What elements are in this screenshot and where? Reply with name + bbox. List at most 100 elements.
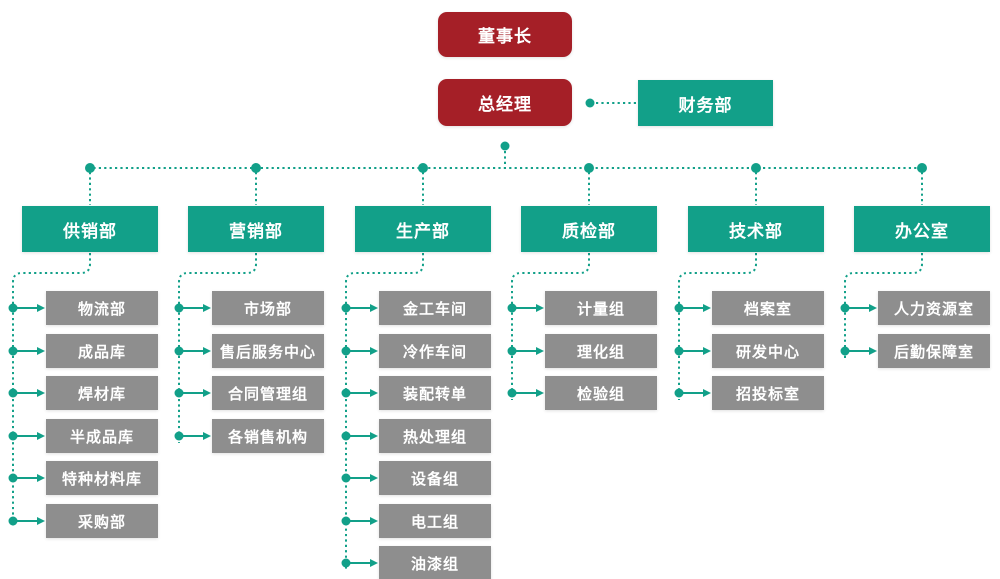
dept-technology: 技术部 (688, 206, 824, 252)
subdept-label: 理化组 (576, 343, 625, 361)
arrowhead-icon (37, 347, 45, 355)
subdept-label: 成品库 (77, 343, 126, 361)
item-dot (8, 346, 18, 356)
subdept-node: 研发中心 (712, 334, 824, 368)
dept-office: 办公室 (854, 206, 990, 252)
arrowhead-icon (370, 432, 378, 440)
item-dot (840, 346, 850, 356)
subdept-node: 各销售机构 (212, 419, 324, 453)
subdept-node: 物流部 (46, 291, 158, 325)
subdept-label: 采购部 (77, 513, 126, 531)
subdept-label: 特种材料库 (61, 470, 142, 488)
subdept-node: 焊材库 (46, 376, 158, 410)
dept-label: 技术部 (729, 221, 783, 241)
subdept-node: 金工车间 (379, 291, 491, 325)
subdept-label: 电工组 (410, 513, 459, 531)
item-dot (341, 303, 351, 313)
arrowhead-icon (703, 304, 711, 312)
subdept-label: 档案室 (743, 300, 792, 318)
subdept-node: 市场部 (212, 291, 324, 325)
subdept-label: 后勤保障室 (893, 343, 974, 361)
arrowhead-icon (37, 304, 45, 312)
branch-dot (917, 163, 927, 173)
subdept-node: 招投标室 (712, 376, 824, 410)
arrowhead-icon (37, 389, 45, 397)
dept-marketing: 营销部 (188, 206, 324, 252)
subdept-label: 市场部 (243, 300, 292, 318)
item-dot (8, 388, 18, 398)
arrowhead-icon (37, 517, 45, 525)
item-dot (174, 431, 184, 441)
item-dot (674, 346, 684, 356)
subdept-label: 金工车间 (402, 300, 467, 318)
arrowhead-icon (37, 474, 45, 482)
column-rail (844, 253, 923, 358)
column-rail (345, 253, 424, 570)
subdept-node: 售后服务中心 (212, 334, 324, 368)
subdept-label: 计量组 (576, 300, 625, 318)
dept-label: 供销部 (63, 221, 117, 241)
item-dot (341, 431, 351, 441)
arrowhead-icon (869, 304, 877, 312)
finance-dept-label: 财务部 (678, 95, 733, 115)
item-dot (174, 303, 184, 313)
arrowhead-icon (869, 347, 877, 355)
subdept-label: 油漆组 (410, 555, 459, 573)
branch-dot (584, 163, 594, 173)
item-dot (341, 346, 351, 356)
column-rail (178, 253, 257, 443)
subdept-node: 检验组 (545, 376, 657, 410)
item-dot (341, 558, 351, 568)
node-finance-dept: 财务部 (638, 80, 773, 126)
branch-dot (85, 163, 95, 173)
subdept-node: 设备组 (379, 461, 491, 495)
subdept-label: 装配转单 (402, 385, 467, 403)
item-dot (8, 431, 18, 441)
subdept-label: 焊材库 (77, 385, 126, 403)
branch-dot (251, 163, 261, 173)
gm-drop-dot (500, 141, 510, 151)
subdept-label: 热处理组 (402, 428, 467, 446)
subdept-node: 油漆组 (379, 546, 491, 579)
subdept-node: 计量组 (545, 291, 657, 325)
dept-supply-sales: 供销部 (22, 206, 158, 252)
arrowhead-icon (203, 389, 211, 397)
item-dot (840, 303, 850, 313)
arrowhead-icon (370, 389, 378, 397)
dept-label: 质检部 (562, 221, 616, 241)
item-dot (8, 473, 18, 483)
subdept-node: 档案室 (712, 291, 824, 325)
subdept-node: 装配转单 (379, 376, 491, 410)
subdept-label: 设备组 (410, 470, 459, 488)
subdept-label: 售后服务中心 (219, 343, 316, 361)
subdept-label: 各销售机构 (227, 428, 308, 446)
subdept-label: 研发中心 (735, 343, 800, 361)
subdept-node: 特种材料库 (46, 461, 158, 495)
column-rail (511, 253, 590, 400)
subdept-label: 半成品库 (69, 428, 134, 446)
arrowhead-icon (536, 347, 544, 355)
column-rail (678, 253, 757, 400)
subdept-node: 冷作车间 (379, 334, 491, 368)
subdept-node: 人力资源室 (878, 291, 990, 325)
item-dot (674, 388, 684, 398)
branch-dot (418, 163, 428, 173)
subdept-label: 人力资源室 (893, 300, 974, 318)
item-dot (674, 303, 684, 313)
branch-dot (751, 163, 761, 173)
dept-label: 营销部 (229, 221, 283, 241)
item-dot (8, 303, 18, 313)
node-chairman: 董事长 (438, 12, 572, 57)
arrowhead-icon (703, 347, 711, 355)
subdept-label: 冷作车间 (402, 343, 467, 361)
arrowhead-icon (370, 559, 378, 567)
item-dot (174, 346, 184, 356)
subdept-label: 招投标室 (735, 385, 800, 403)
item-dot (341, 516, 351, 526)
subdept-node: 理化组 (545, 334, 657, 368)
subdept-node: 电工组 (379, 504, 491, 538)
arrowhead-icon (37, 432, 45, 440)
arrowhead-icon (536, 389, 544, 397)
item-dot (507, 303, 517, 313)
